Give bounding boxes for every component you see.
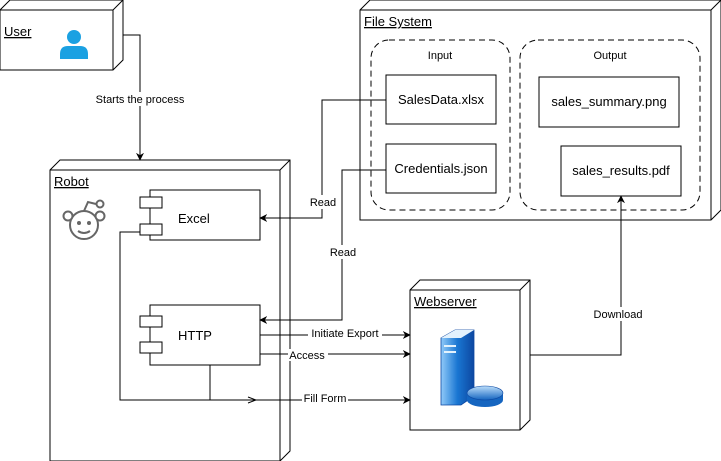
edge-read-credentials: Read [259, 169, 386, 324]
sales-summary-label: sales_summary.png [551, 94, 666, 109]
sales-results-file[interactable]: sales_results.pdf [560, 145, 682, 197]
edge-label-fill-form: Fill Form [304, 393, 347, 405]
input-group: Input [370, 39, 511, 211]
excel-component[interactable]: Excel [139, 189, 261, 241]
sales-results-label: sales_results.pdf [572, 163, 670, 178]
output-group-label: Output [593, 50, 626, 62]
salesdata-label: SalesData.xlsx [398, 92, 484, 107]
edge-label-starts-process: Starts the process [96, 94, 185, 106]
reddit-robot-icon [62, 199, 106, 240]
edge-read-salesdata: Read [259, 99, 386, 222]
salesdata-file[interactable]: SalesData.xlsx [385, 74, 497, 125]
edge-initiate-export: Initiate Export [260, 327, 411, 340]
input-group-label: Input [428, 50, 452, 62]
edge-label-download: Download [594, 309, 643, 321]
credentials-file[interactable]: Credentials.json [385, 143, 497, 194]
http-component[interactable]: HTTP [139, 304, 261, 366]
excel-label: Excel [178, 211, 210, 226]
edge-starts-process: Starts the process [93, 34, 189, 161]
user-icon [60, 30, 88, 59]
user-node[interactable]: User [0, 0, 124, 71]
edge-download: Download [530, 195, 650, 356]
edge-label-initiate-export: Initiate Export [311, 328, 378, 340]
file-system-title: File System [364, 14, 432, 29]
edge-fill-form: Fill Form [119, 231, 411, 405]
output-group: Output [519, 39, 701, 211]
webserver-title: Webserver [414, 294, 477, 309]
sales-summary-file[interactable]: sales_summary.png [538, 76, 680, 128]
http-label: HTTP [178, 328, 212, 343]
user-title: User [4, 24, 32, 39]
robot-title: Robot [54, 174, 89, 189]
credentials-label: Credentials.json [394, 161, 487, 176]
edge-label-read-2: Read [330, 247, 356, 259]
edge-label-read-1: Read [310, 197, 336, 209]
edge-label-access: Access [289, 350, 325, 362]
edge-access: Access [260, 349, 411, 362]
server-icon [440, 329, 504, 407]
